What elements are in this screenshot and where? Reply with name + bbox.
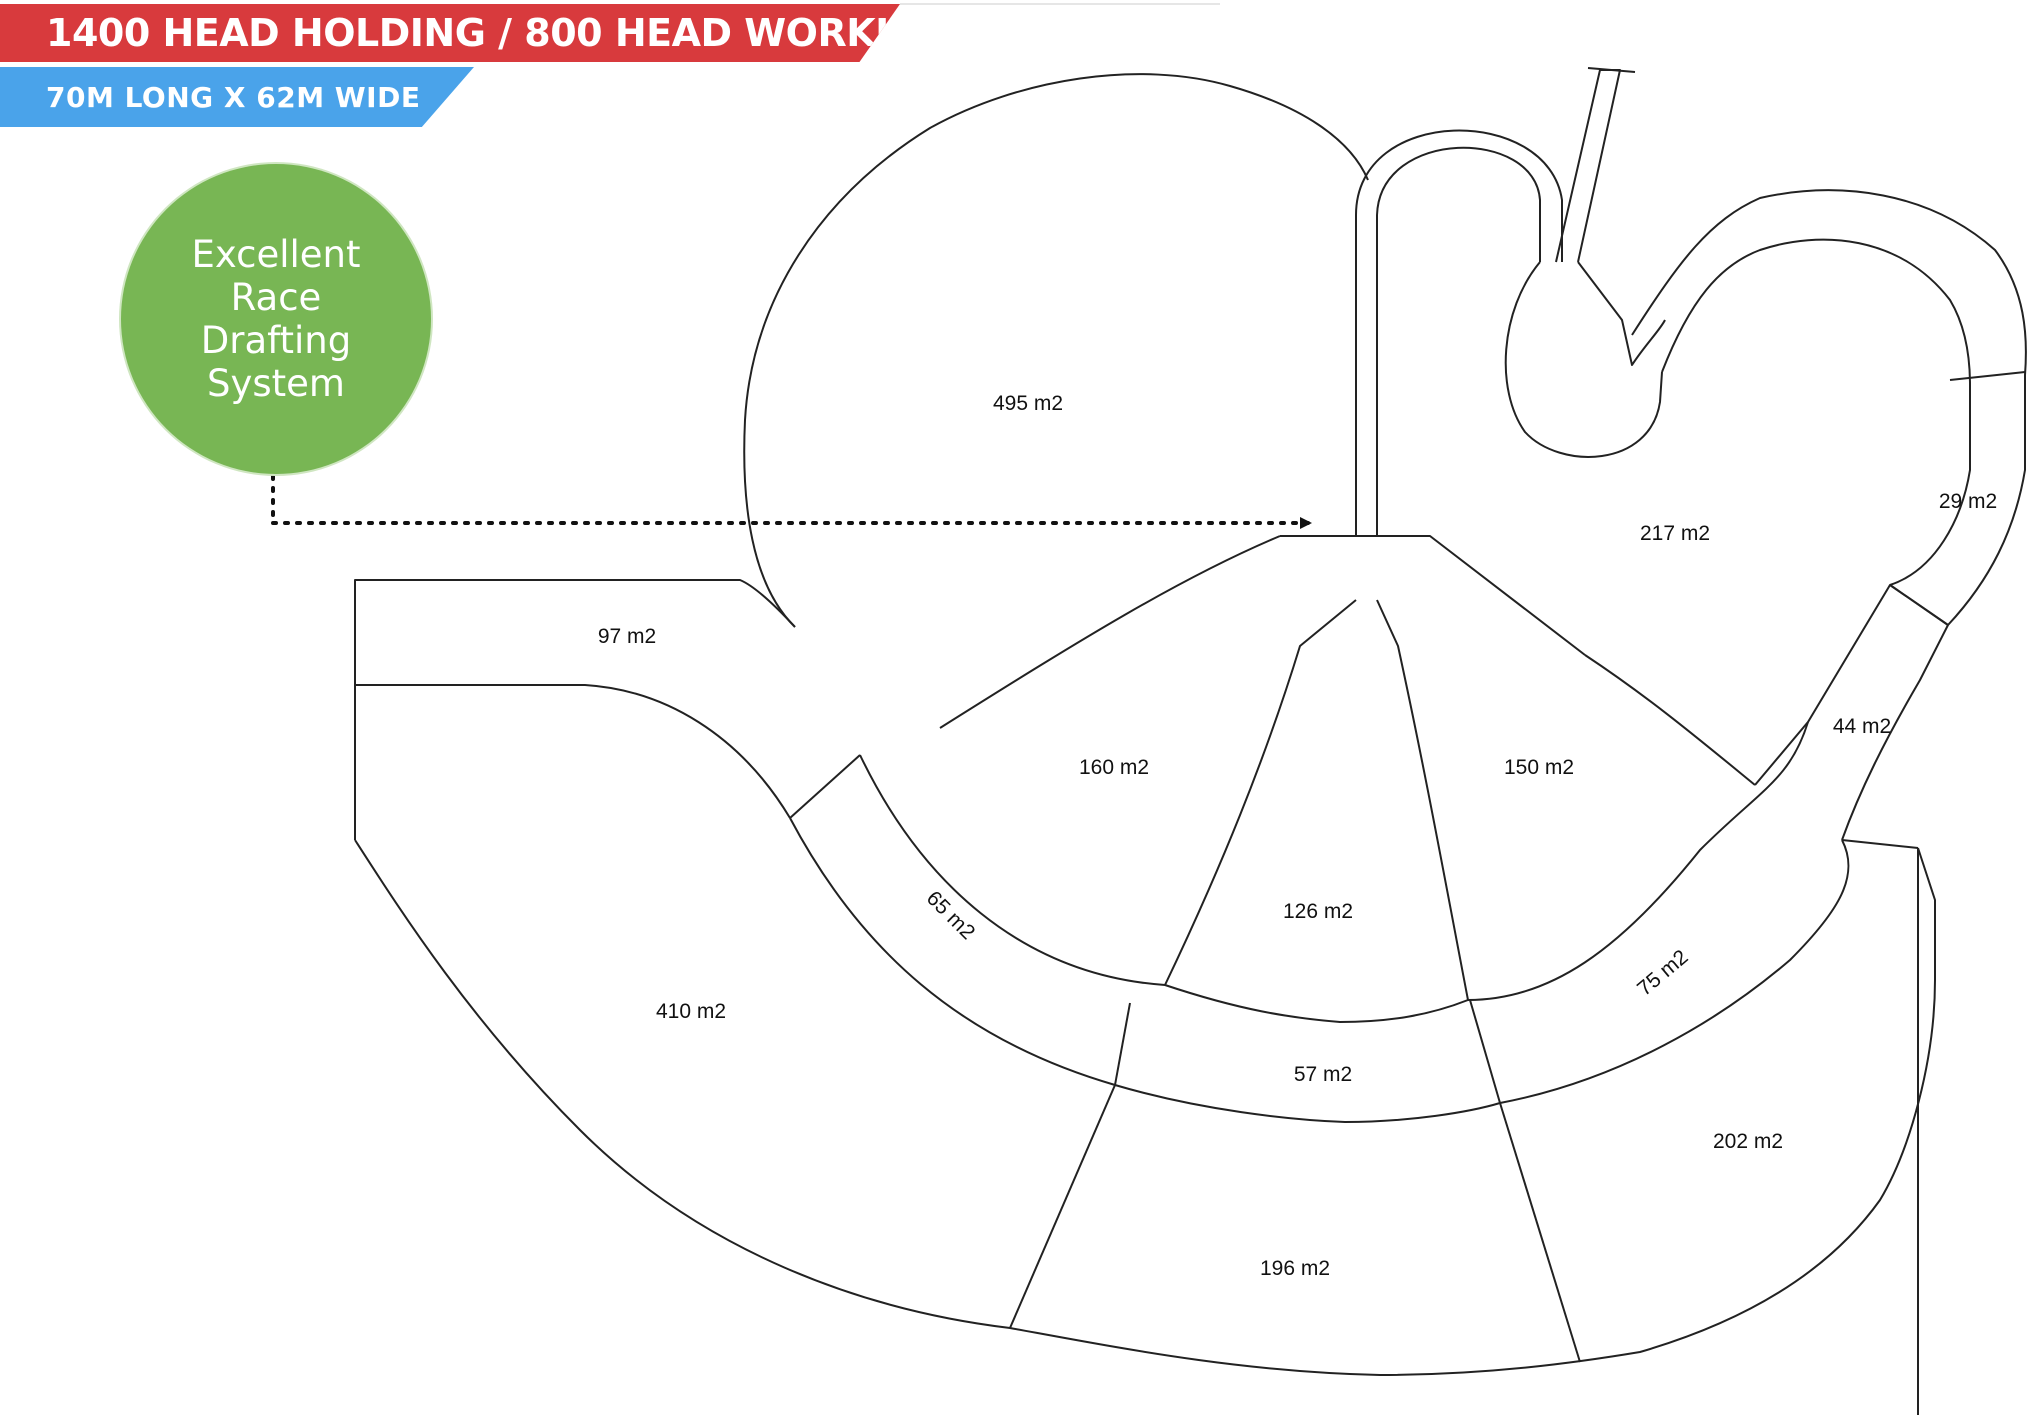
pen-label-217: 217 m2	[1640, 522, 1710, 545]
lane-gate-2	[1469, 999, 1501, 1104]
pen-label-196: 196 m2	[1260, 1257, 1330, 1280]
inner-lane-top	[859, 721, 1809, 1023]
lane-gate-0	[789, 754, 861, 819]
pen-label-202: 202 m2	[1713, 1130, 1783, 1153]
left-lane	[354, 579, 796, 819]
pen-label-65: 65 m2	[922, 887, 980, 945]
pen-label-29: 29 m2	[1939, 490, 1997, 513]
header-rule	[900, 3, 1220, 5]
dimensions-text: 70M LONG X 62M WIDE	[46, 80, 421, 114]
outer-arc	[354, 839, 1936, 1376]
holding-pen-outline	[743, 73, 1369, 628]
pen-label-75: 75 m2	[1633, 945, 1693, 1000]
pen-160-outline	[939, 535, 1281, 729]
pen-label-150: 150 m2	[1504, 756, 1574, 779]
loading-ramp	[1555, 69, 1621, 263]
race-drafting-callout: Excellent Race Drafting System	[121, 164, 431, 474]
lane-gate-1	[1114, 1002, 1131, 1086]
pen-196-right-edge	[1499, 1102, 1581, 1363]
pen-label-44: 44 m2	[1833, 715, 1891, 738]
pen-label-126: 126 m2	[1283, 900, 1353, 923]
dimensions-banner: 70M LONG X 62M WIDE	[0, 67, 474, 127]
pen-label-97: 97 m2	[598, 625, 656, 648]
pen-label-57: 57 m2	[1294, 1063, 1352, 1086]
inner-lane-bottom	[789, 817, 1850, 1123]
pen-label-495: 495 m2	[993, 392, 1063, 415]
race-outer-loop	[1355, 129, 1563, 536]
pen-label-160: 160 m2	[1079, 756, 1149, 779]
capacity-title: 1400 HEAD HOLDING / 800 HEAD WORKING	[46, 11, 951, 55]
right-lane-divider	[1949, 371, 2026, 381]
ramp-top-bar	[1587, 67, 1636, 73]
right-section-edge	[1754, 584, 1949, 841]
crush-area-outline	[1280, 535, 1586, 656]
spoke-right	[1376, 599, 1469, 1001]
pen-44-gate	[1841, 839, 1919, 849]
small-round-pen	[1504, 261, 1663, 458]
capacity-banner: 1400 HEAD HOLDING / 800 HEAD WORKING	[0, 4, 900, 62]
right-lane-outer	[1631, 189, 2027, 626]
pen-150-right-edge	[1584, 654, 1756, 786]
callout-text: Excellent Race Drafting System	[191, 233, 361, 405]
pen-196-left-edge	[1009, 1084, 1116, 1329]
race-to-round-pen	[1577, 261, 1666, 366]
spoke-left	[1164, 599, 1357, 986]
right-lane-inner	[1661, 238, 1971, 586]
pen-label-410: 410 m2	[656, 1000, 726, 1023]
race-inner-loop	[1376, 146, 1541, 536]
